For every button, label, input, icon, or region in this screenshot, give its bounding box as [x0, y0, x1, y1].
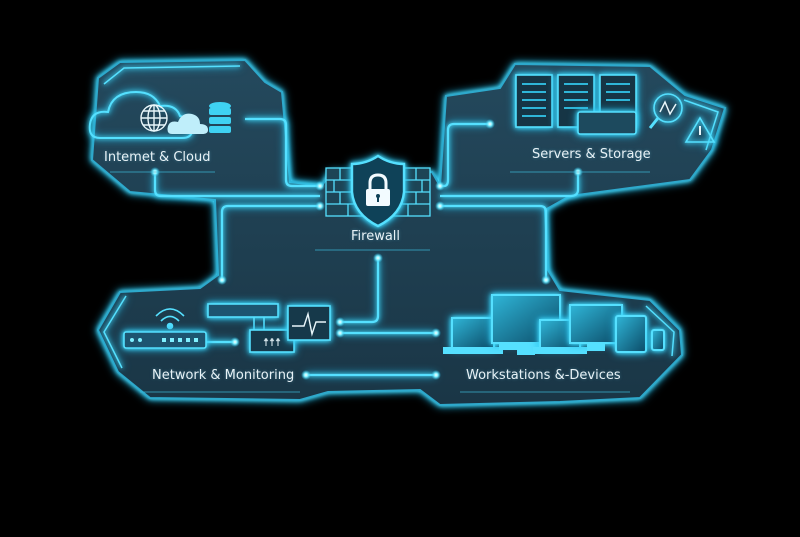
node-label-servers-storage: Servers & Storage	[532, 147, 651, 162]
wifi-icon	[155, 308, 185, 330]
warning-icon	[684, 116, 716, 143]
database-icon	[209, 102, 231, 133]
line-firewall-servers	[440, 122, 490, 188]
node-label-firewall: Firewall	[351, 229, 401, 244]
svg-text:☨☨☨: ☨☨☨	[263, 336, 281, 349]
node-label-network-monitoring: Network & Monitoring	[152, 368, 295, 383]
users-panel-icon	[249, 329, 295, 353]
servers-storage-node	[515, 74, 716, 143]
magnifier-chart-icon	[653, 93, 683, 123]
line-firewall-servers-2	[440, 174, 580, 198]
connection-lines	[153, 117, 580, 377]
line-firewall-network-left	[220, 204, 320, 280]
globe-icon	[140, 104, 168, 132]
network-monitoring-node: ☨☨☨	[123, 303, 331, 353]
desktop-monitor-icon	[569, 304, 623, 344]
heartbeat-monitor-icon	[287, 305, 331, 341]
line-firewall-workstations	[440, 204, 548, 280]
tablet-icon	[615, 315, 647, 353]
storage-unit-icon	[577, 111, 637, 135]
laptop-icon	[451, 317, 495, 349]
internet-cloud-node	[88, 90, 231, 139]
workstations-devices-node	[443, 294, 665, 355]
line-firewall-network	[340, 258, 380, 324]
small-cloud-icon	[167, 113, 208, 134]
node-label-workstations-devices: Workstations &-Devices	[466, 368, 621, 383]
phone-icon	[651, 329, 665, 351]
line-cloud-firewall	[245, 117, 320, 188]
padlock-icon	[366, 173, 390, 206]
firewall-node	[325, 154, 431, 228]
node-label-internet-cloud: Intemet & Cloud	[104, 150, 211, 165]
junction-dots	[150, 119, 583, 380]
switch-icon	[207, 303, 279, 318]
